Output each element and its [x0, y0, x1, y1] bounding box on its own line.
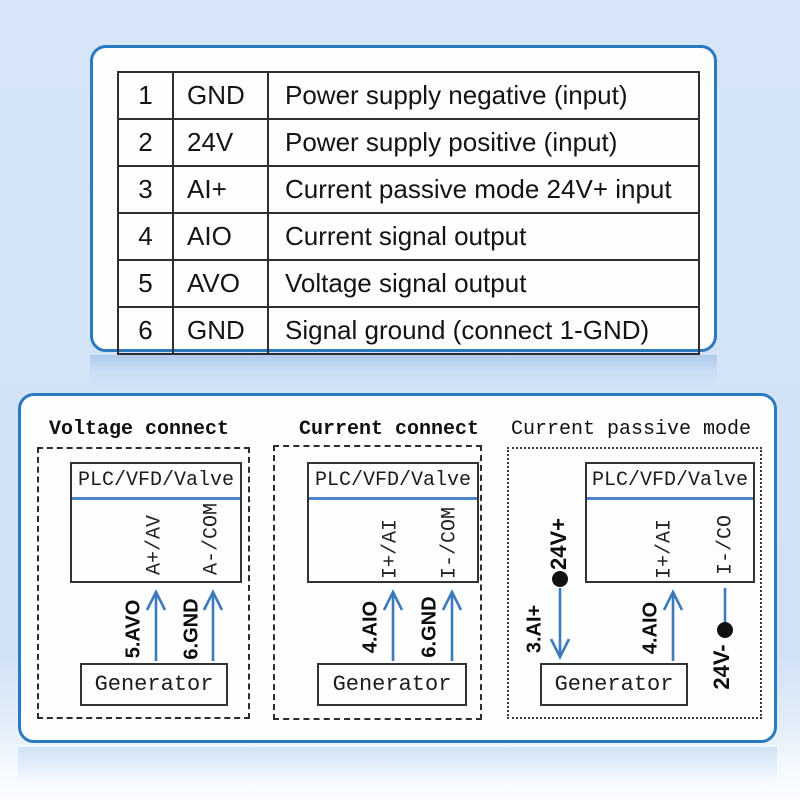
- arrow-up-icon: [145, 589, 167, 661]
- terminal-label-positive: I+/AI: [653, 518, 677, 580]
- supply-label-24v-minus: 24V-: [709, 644, 734, 690]
- terminal-label-negative: I-/CO: [714, 514, 738, 576]
- passive-diagram-boundary: [507, 447, 762, 719]
- table-row: 6 GND Signal ground (connect 1-GND): [117, 306, 700, 355]
- terminal-label-positive: A+/AV: [143, 514, 167, 576]
- terminal-label-negative: I-/COM: [438, 506, 462, 580]
- terminal-label-negative: A-/COM: [200, 502, 224, 576]
- diagram-title-voltage: Voltage connect: [48, 418, 230, 441]
- passive-generator-box: Generator: [540, 663, 688, 706]
- generator-label: Generator: [332, 672, 452, 697]
- arrow-down-icon: [549, 588, 571, 660]
- terminal-dot-icon: [552, 571, 568, 587]
- diagram-title-passive: Current passive mode: [510, 418, 752, 441]
- diagram-title-current: Current connect: [298, 418, 480, 441]
- current-plc-box: PLC/VFD/Valve: [307, 462, 479, 583]
- pin-number: 2: [117, 118, 174, 167]
- voltage-generator-box: Generator: [80, 663, 228, 706]
- pin-description: Power supply positive (input): [267, 118, 700, 167]
- pin-description: Current signal output: [267, 212, 700, 261]
- current-generator-box: Generator: [317, 663, 467, 706]
- pin-number: 3: [117, 165, 174, 214]
- pin-name: 24V: [172, 118, 269, 167]
- device-label: PLC/VFD/Valve: [309, 464, 477, 500]
- panel-reflection: [90, 355, 717, 391]
- pin-name: GND: [172, 71, 269, 120]
- panel-reflection: [18, 747, 777, 785]
- passive-plc-box: PLC/VFD/Valve: [585, 462, 755, 583]
- wire-label-gnd: 6.GND: [418, 596, 441, 658]
- arrow-up-icon: [382, 589, 404, 661]
- arrow-up-icon: [202, 589, 224, 661]
- table-row: 2 24V Power supply positive (input): [117, 118, 700, 167]
- pin-description: Voltage signal output: [267, 259, 700, 308]
- wire-label-aio: 4.AIO: [639, 601, 662, 655]
- pin-name: AI+: [172, 165, 269, 214]
- voltage-plc-box: PLC/VFD/Valve: [70, 462, 242, 583]
- pin-name: GND: [172, 306, 269, 355]
- pin-name: AIO: [172, 212, 269, 261]
- voltage-diagram-boundary: [37, 447, 250, 719]
- device-label: PLC/VFD/Valve: [587, 464, 753, 500]
- wire-label-gnd: 6.GND: [180, 598, 203, 660]
- pin-number: 4: [117, 212, 174, 261]
- device-label: PLC/VFD/Valve: [72, 464, 240, 500]
- wire-label-ai-plus: 3.AI+: [523, 604, 546, 654]
- supply-label-24v-plus: 24V+: [546, 518, 571, 570]
- table-row: 4 AIO Current signal output: [117, 212, 700, 261]
- pin-table-panel: 1 GND Power supply negative (input) 2 24…: [90, 45, 717, 355]
- wiring-diagrams-panel: Voltage connect PLC/VFD/Valve A+/AV A-/C…: [18, 393, 777, 743]
- pin-table: 1 GND Power supply negative (input) 2 24…: [117, 71, 700, 355]
- wire-label-avo: 5.AVO: [122, 599, 145, 659]
- arrow-up-icon: [662, 589, 684, 661]
- wire-label-aio: 4.AIO: [359, 600, 382, 654]
- pin-description: Power supply negative (input): [267, 71, 700, 120]
- terminal-label-positive: I+/AI: [379, 518, 403, 580]
- table-row: 5 AVO Voltage signal output: [117, 259, 700, 308]
- current-diagram-boundary: [273, 445, 482, 720]
- arrow-up-icon: [441, 589, 463, 661]
- pin-name: AVO: [172, 259, 269, 308]
- table-row: 3 AI+ Current passive mode 24V+ input: [117, 165, 700, 214]
- table-row: 1 GND Power supply negative (input): [117, 71, 700, 120]
- generator-label: Generator: [94, 672, 214, 697]
- pin-number: 5: [117, 259, 174, 308]
- wire-line-with-dot-icon: [717, 588, 733, 638]
- pin-number: 1: [117, 71, 174, 120]
- pin-description: Current passive mode 24V+ input: [267, 165, 700, 214]
- generator-label: Generator: [554, 672, 674, 697]
- pin-number: 6: [117, 306, 174, 355]
- pin-description: Signal ground (connect 1-GND): [267, 306, 700, 355]
